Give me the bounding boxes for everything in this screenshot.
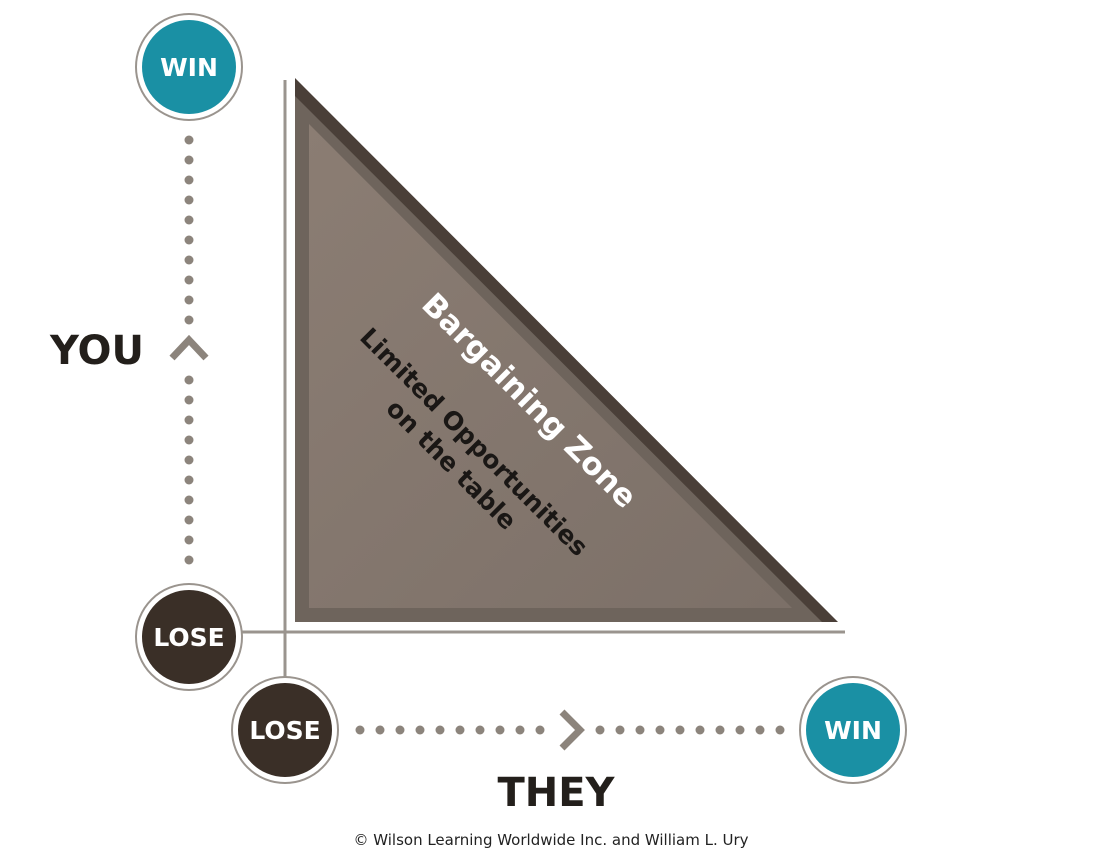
dot (184, 135, 194, 145)
dot (455, 725, 465, 735)
up-chevron-icon (169, 334, 209, 361)
dot (184, 455, 194, 465)
they-win-label: WIN (824, 716, 882, 745)
dot (184, 235, 194, 245)
dot (375, 725, 385, 735)
dot (184, 315, 194, 325)
dot (184, 555, 194, 565)
right-chevron-icon (559, 709, 585, 751)
dot (635, 725, 645, 735)
dot (184, 155, 194, 165)
you-axis-label: YOU (49, 328, 144, 374)
dot (395, 725, 405, 735)
dot (535, 725, 545, 735)
dot (735, 725, 745, 735)
dot (435, 725, 445, 735)
you-lose-label: LOSE (153, 623, 224, 652)
you-win-label: WIN (160, 53, 218, 82)
dot (715, 725, 725, 735)
you-dotted-arrow (184, 135, 194, 565)
dot (184, 515, 194, 525)
they-axis-label: THEY (497, 770, 615, 816)
they-lose-circle: LOSE (231, 676, 339, 784)
dot (355, 725, 365, 735)
dot (184, 495, 194, 505)
they-dotted-arrow (355, 725, 785, 735)
dot (775, 725, 785, 735)
dot (495, 725, 505, 735)
dot (184, 435, 194, 445)
dot (184, 255, 194, 265)
you-win-circle: WIN (135, 13, 243, 121)
you-lose-circle: LOSE (135, 583, 243, 691)
dot (184, 195, 194, 205)
dot (184, 475, 194, 485)
dot (184, 175, 194, 185)
dot (184, 395, 194, 405)
dot (184, 295, 194, 305)
copyright-notice: © Wilson Learning Worldwide Inc. and Wil… (353, 831, 748, 849)
dot (695, 725, 705, 735)
dot (655, 725, 665, 735)
dot (184, 535, 194, 545)
dot (184, 375, 194, 385)
dot (184, 415, 194, 425)
dot (675, 725, 685, 735)
dot (615, 725, 625, 735)
dot (515, 725, 525, 735)
dot (475, 725, 485, 735)
dot (184, 215, 194, 225)
dot (415, 725, 425, 735)
dot (184, 275, 194, 285)
triangle-inner (309, 124, 792, 608)
they-win-circle: WIN (799, 676, 907, 784)
they-lose-label: LOSE (249, 716, 320, 745)
dot (595, 725, 605, 735)
dot (755, 725, 765, 735)
